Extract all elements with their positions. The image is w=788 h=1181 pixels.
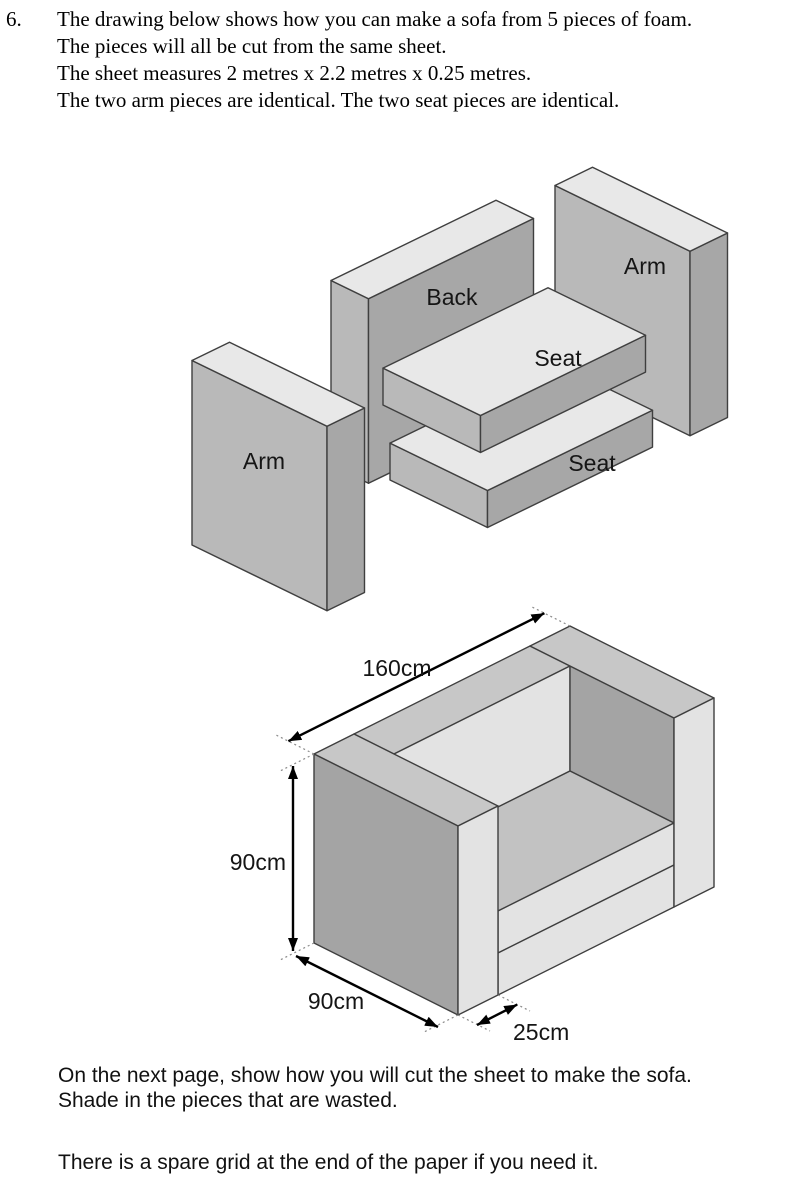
seat-bottom-label: Seat — [568, 450, 616, 476]
spare-grid-note: There is a spare grid at the end of the … — [58, 1151, 599, 1174]
exploded-view: Back Arm Seat Seat — [191, 166, 729, 612]
question-text: The drawing below shows how you can make… — [57, 6, 788, 114]
arm-left-label: Arm — [243, 448, 285, 474]
width-dimension-label: 160cm — [362, 655, 431, 681]
arm-right-top-face — [554, 166, 729, 252]
arm-left-side-face — [326, 407, 366, 612]
guide-width-right — [531, 606, 571, 627]
guide-depth-front — [422, 1014, 459, 1034]
thickness-dimension-label: 25cm — [513, 1019, 569, 1045]
seat-top-top-face — [382, 287, 647, 417]
width-dimension-arrow — [287, 612, 545, 743]
sofa-arm-right-front-face — [673, 697, 715, 908]
thickness-dimension-arrow — [476, 1003, 518, 1027]
arm-right-label: Arm — [624, 253, 666, 279]
height-dimension-label: 90cm — [230, 849, 286, 875]
guide-thickness-right — [497, 994, 531, 1012]
sofa-arm-left-front-face — [457, 805, 499, 1016]
back-label: Back — [426, 284, 478, 310]
seat-top-label: Seat — [534, 345, 582, 371]
assembled-sofa — [313, 625, 715, 1016]
question-number: 6. — [6, 7, 22, 31]
question-line-2: The pieces will all be cut from the same… — [57, 34, 447, 58]
back-top-face — [330, 199, 535, 300]
question-line-4: The two arm pieces are identical. The tw… — [57, 88, 620, 112]
question-line-3: The sheet measures 2 metres x 2.2 metres… — [57, 61, 532, 85]
instruction-text: On the next page, show how you will cut … — [58, 1064, 692, 1113]
depth-dimension-arrow — [295, 954, 439, 1029]
guide-width-left — [275, 734, 315, 755]
arm-left-piece: Arm — [191, 341, 366, 612]
depth-dimension-label: 90cm — [308, 988, 364, 1014]
instruction-line-2: Shade in the pieces that are wasted. — [58, 1088, 398, 1112]
guide-thickness-left — [457, 1014, 491, 1032]
arm-left-top-face — [191, 341, 366, 427]
instruction-line-1: On the next page, show how you will cut … — [58, 1064, 692, 1087]
arm-right-side-face — [689, 232, 729, 437]
guide-height-top — [278, 753, 315, 773]
dimension-annotations: 160cm 90cm 90cm 25cm — [230, 606, 571, 1045]
question-line-1: The drawing below shows how you can make… — [57, 7, 693, 31]
seat-top-piece: Seat — [382, 287, 647, 454]
guide-corner-bottom — [278, 942, 315, 962]
